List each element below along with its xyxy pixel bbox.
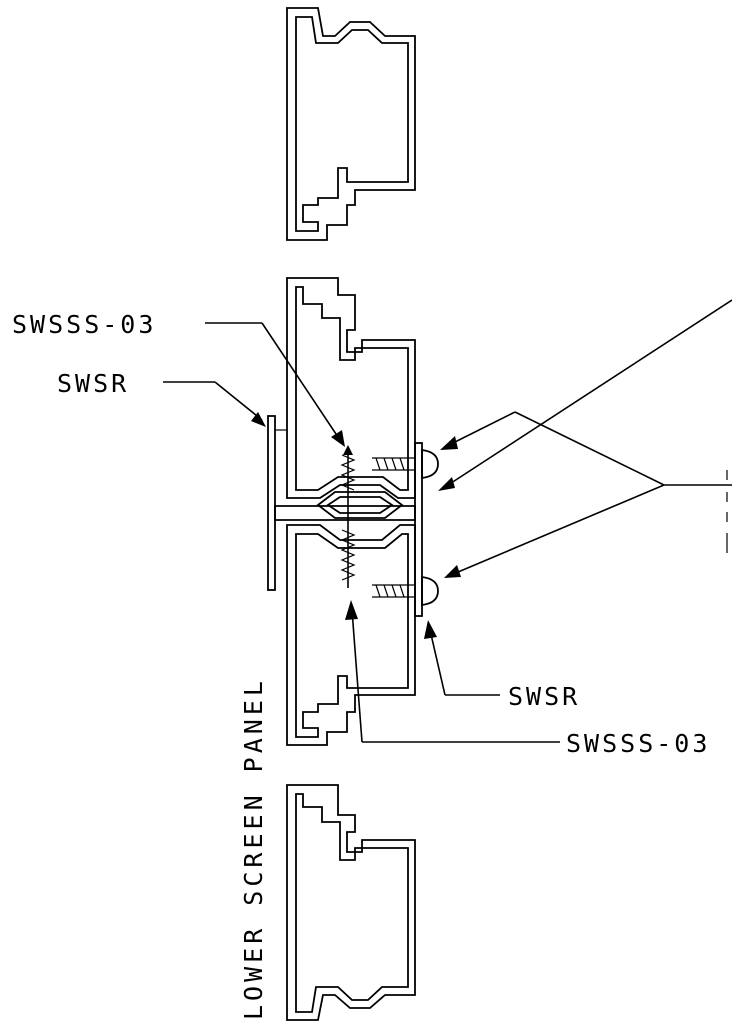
label-swsss-03-bottom: SWSSS-03 xyxy=(566,729,710,758)
leader-upper-right-long xyxy=(438,299,732,491)
center-connector xyxy=(274,491,416,521)
label-swsr-left: SWSR xyxy=(57,369,129,398)
center-screw xyxy=(340,445,356,588)
lower-screw xyxy=(372,575,439,607)
leader-swsss-03-bottom xyxy=(345,600,560,743)
upper-middle-extrusion xyxy=(286,277,416,499)
leader-swsss-03-top xyxy=(205,322,345,447)
label-swsss-03-top: SWSSS-03 xyxy=(12,310,156,339)
upper-screw xyxy=(372,448,439,480)
label-lower-screen-panel: LOWER SCREEN PANEL xyxy=(239,677,268,1020)
leader-right-pair xyxy=(440,411,732,578)
lower-middle-extrusion xyxy=(286,524,416,746)
leader-swsr-left xyxy=(163,381,266,427)
left-rail xyxy=(267,415,287,591)
label-swsr-right: SWSR xyxy=(508,682,580,711)
leader-swsr-right xyxy=(424,620,500,696)
right-rail xyxy=(414,442,423,617)
bottom-extrusion-profile xyxy=(286,784,416,1021)
top-extrusion-profile xyxy=(286,7,416,241)
